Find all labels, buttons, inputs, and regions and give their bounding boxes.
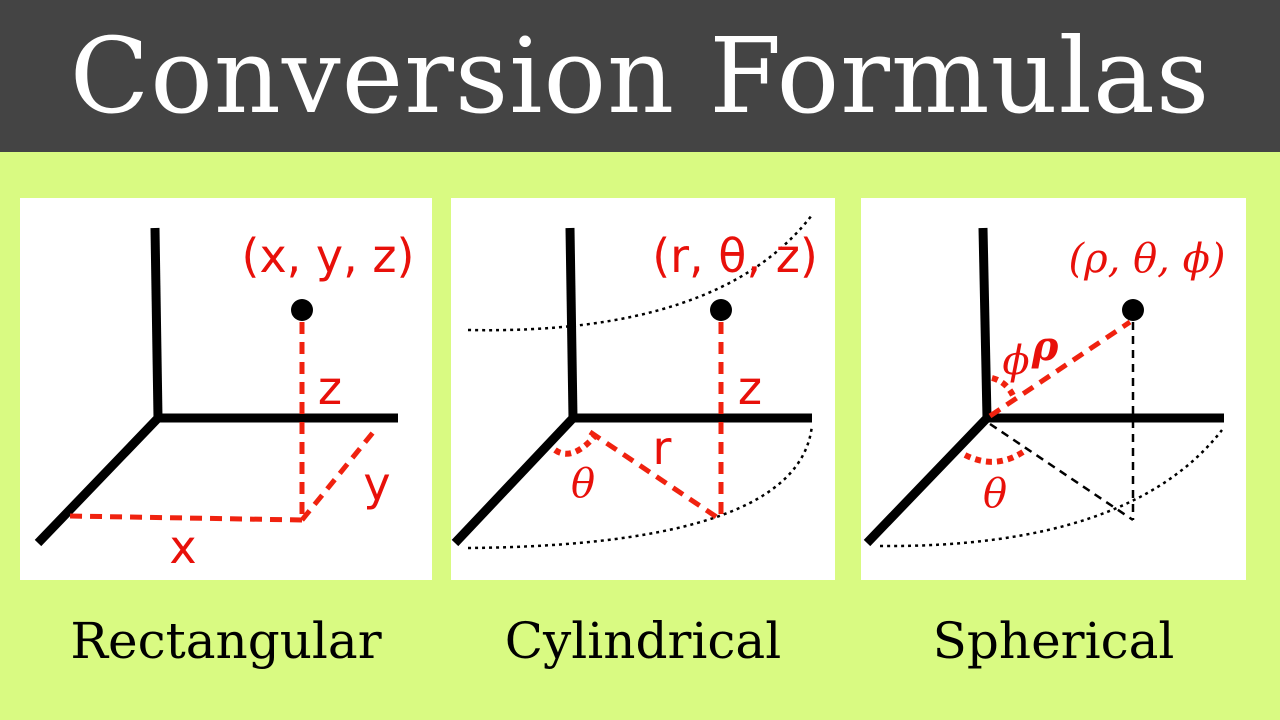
z-axis — [150, 227, 163, 419]
point-marker — [1122, 299, 1144, 321]
point-label: (r, θ, z) — [652, 229, 818, 283]
x-label: x — [169, 520, 196, 574]
theta-label: θ — [571, 461, 595, 507]
phi-arc — [991, 375, 1018, 402]
theta-arc — [963, 449, 1025, 465]
page-title: Conversion Formulas — [69, 15, 1211, 137]
cylindrical-panel — [451, 198, 835, 580]
projection-dash — [989, 422, 1134, 522]
top-curve — [467, 214, 813, 332]
rectangular-label: Rectangular — [70, 612, 382, 670]
spherical-panel — [861, 198, 1246, 580]
rectangular-diagram: (x, y, z) z y x — [34, 227, 415, 574]
theta-label: θ — [983, 471, 1007, 517]
r-dash — [588, 429, 723, 523]
bottom-curve — [879, 429, 1223, 548]
spherical-diagram: (ρ, θ, ϕ) ρ ϕ θ — [863, 227, 1226, 548]
x-axis — [863, 412, 993, 547]
point-marker — [710, 299, 732, 321]
y-label: y — [363, 457, 390, 511]
z-label: z — [318, 361, 342, 415]
theta-arc — [553, 433, 598, 457]
x-axis — [34, 412, 164, 547]
rho-label: ρ — [1031, 323, 1059, 370]
phi-label: ϕ — [1002, 338, 1029, 384]
rectangular-panel — [20, 198, 432, 580]
title-banner: Conversion Formulas — [0, 0, 1280, 152]
r-label: r — [653, 421, 672, 475]
cylindrical-label: Cylindrical — [504, 612, 782, 670]
point-marker — [291, 299, 313, 321]
z-label: z — [738, 361, 762, 415]
x-axis — [451, 412, 579, 547]
z-axis — [565, 227, 578, 419]
bottom-curve — [467, 424, 814, 550]
cylindrical-diagram: (r, θ, z) z r θ — [451, 214, 818, 550]
spherical-label: Spherical — [932, 612, 1175, 670]
point-label: (x, y, z) — [242, 229, 415, 283]
point-label: (ρ, θ, ϕ) — [1069, 236, 1226, 282]
rho-dash — [988, 319, 1132, 419]
z-axis — [978, 227, 992, 419]
